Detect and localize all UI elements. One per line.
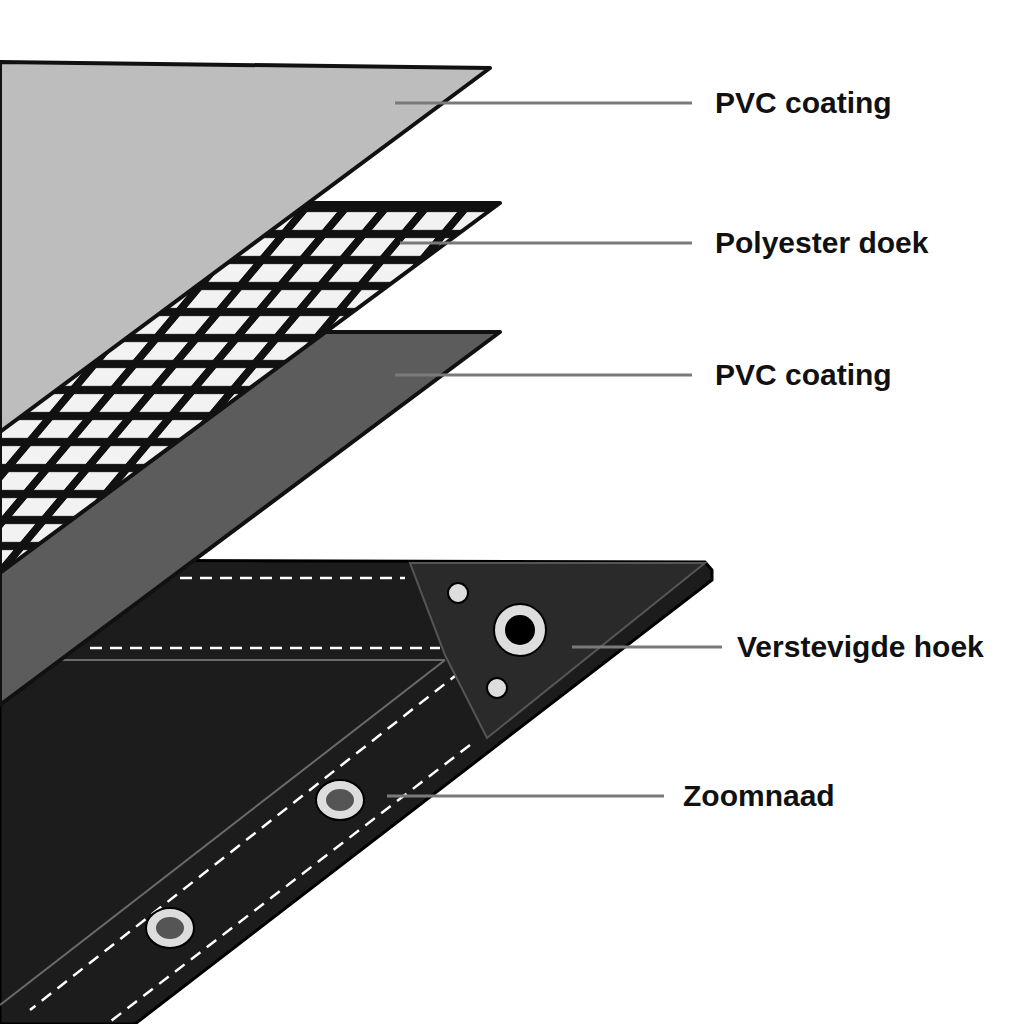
grommet-hole <box>326 789 354 811</box>
tarp-sheet <box>0 560 712 1024</box>
grommet-hole <box>156 917 184 939</box>
leader-line <box>395 374 692 377</box>
hem-edge <box>60 659 445 661</box>
grommet-hole <box>505 615 535 645</box>
hem-edge <box>0 660 445 1005</box>
rivet <box>448 583 468 603</box>
part-label: PVC coating <box>715 85 892 121</box>
stitch-line <box>180 577 405 580</box>
part-label: PVC coating <box>715 357 892 393</box>
stitch-line <box>90 647 440 650</box>
stitch-line <box>107 745 470 1024</box>
corner-patch <box>410 563 705 738</box>
leader-lines <box>387 103 722 796</box>
part-label: Zoomnaad <box>683 778 835 814</box>
rivet <box>487 678 507 698</box>
grommet <box>494 604 546 656</box>
part-label: Verstevigde hoek <box>737 629 984 665</box>
grommet <box>316 780 364 820</box>
leader-line <box>400 242 692 245</box>
leader-line <box>395 102 692 105</box>
grommet <box>146 908 194 948</box>
part-label: Polyester doek <box>715 225 928 261</box>
stitch-line <box>30 672 460 1010</box>
leader-line <box>387 795 664 798</box>
leader-line <box>572 646 722 649</box>
